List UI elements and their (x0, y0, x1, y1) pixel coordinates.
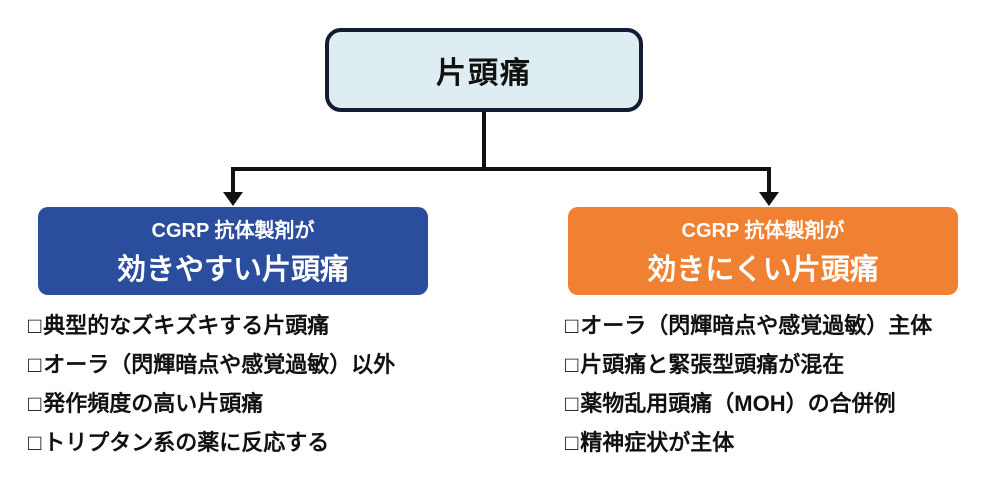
list-item: □ 片頭痛と緊張型頭痛が混在 (565, 351, 1000, 379)
connector-horizontal-line (231, 167, 771, 171)
left-branch-title-line2: 効きやすい片頭痛 (116, 254, 349, 286)
left-arrowhead-icon (223, 192, 243, 206)
right-arrowhead-icon (759, 192, 779, 206)
left-item-list: □ 典型的なズキズキする片頭痛 □ オーラ（閃輝暗点や感覚過敏）以外 □ 発作頻… (28, 312, 498, 457)
list-item: □ トリプタン系の薬に反応する (28, 429, 498, 457)
list-item-label: 片頭痛と緊張型頭痛が混在 (580, 352, 845, 377)
right-branch-title-line1: CGRP 抗体製剤が (681, 220, 845, 242)
checkbox-icon: □ (28, 391, 42, 416)
list-item-label: トリプタン系の薬に反応する (43, 430, 330, 455)
left-branch-header: CGRP 抗体製剤が 効きやすい片頭痛 (38, 207, 428, 295)
connector-left-drop-line (231, 167, 235, 194)
list-item: □ 典型的なズキズキする片頭痛 (28, 312, 498, 340)
list-item: □ オーラ（閃輝暗点や感覚過敏）主体 (565, 312, 1000, 340)
list-item-label: 発作頻度の高い片頭痛 (43, 391, 264, 416)
list-item: □ 精神症状が主体 (565, 429, 1000, 457)
list-item-label: 薬物乱用頭痛（MOH）の合併例 (580, 391, 896, 416)
right-branch-header: CGRP 抗体製剤が 効きにくい片頭痛 (568, 207, 958, 295)
checkbox-icon: □ (565, 430, 579, 455)
list-item: □ 発作頻度の高い片頭痛 (28, 390, 498, 418)
list-item: □ 薬物乱用頭痛（MOH）の合併例 (565, 390, 1000, 418)
list-item-label: オーラ（閃輝暗点や感覚過敏）以外 (43, 352, 396, 377)
checkbox-icon: □ (565, 391, 579, 416)
connector-right-drop-line (767, 167, 771, 194)
checkbox-icon: □ (28, 313, 42, 338)
left-branch-title-line1: CGRP 抗体製剤が (151, 220, 315, 242)
checkbox-icon: □ (565, 352, 579, 377)
right-branch-title-line2: 効きにくい片頭痛 (647, 254, 879, 286)
checkbox-icon: □ (565, 313, 579, 338)
root-node: 片頭痛 (325, 28, 643, 112)
checkbox-icon: □ (28, 352, 42, 377)
checkbox-icon: □ (28, 430, 42, 455)
right-item-list: □ オーラ（閃輝暗点や感覚過敏）主体 □ 片頭痛と緊張型頭痛が混在 □ 薬物乱用… (565, 312, 1000, 457)
list-item-label: 典型的なズキズキする片頭痛 (43, 313, 330, 338)
connector-trunk-line (482, 112, 486, 170)
list-item: □ オーラ（閃輝暗点や感覚過敏）以外 (28, 351, 498, 379)
list-item-label: 精神症状が主体 (580, 430, 735, 455)
list-item-label: オーラ（閃輝暗点や感覚過敏）主体 (580, 313, 933, 338)
root-node-label: 片頭痛 (436, 57, 532, 90)
